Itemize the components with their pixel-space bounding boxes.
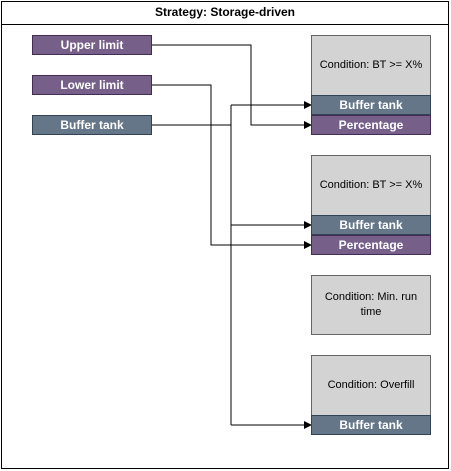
lower-limit-label: Lower limit: [60, 78, 124, 92]
condition-2-label: Condition: BT >= X%: [319, 179, 423, 191]
buffer-tank-label: Buffer tank: [60, 118, 124, 132]
lower-limit-node[interactable]: Lower limit: [32, 75, 152, 95]
condition-4-buffer-tank-slot[interactable]: Buffer tank: [311, 415, 431, 435]
edge-lower-limit-to-percentage-2: [152, 84, 312, 249]
condition-2-slot-1-label: Buffer tank: [339, 218, 403, 232]
condition-1-label: Condition: BT >= X%: [319, 59, 423, 71]
diagram-title: Strategy: Storage-driven: [1, 1, 449, 25]
upper-limit-label: Upper limit: [60, 38, 124, 52]
condition-1-percentage-slot[interactable]: Percentage: [311, 115, 431, 135]
condition-4-slot-1-label: Buffer tank: [339, 418, 403, 432]
condition-1-buffer-tank-slot[interactable]: Buffer tank: [311, 95, 431, 115]
condition-1-slot-1-label: Buffer tank: [339, 98, 403, 112]
condition-4-label: Condition: Overfill: [327, 379, 415, 391]
upper-limit-node[interactable]: Upper limit: [32, 35, 152, 55]
condition-1-box[interactable]: Condition: BT >= X%: [311, 35, 431, 96]
condition-2-slot-2-label: Percentage: [338, 238, 404, 252]
condition-1-slot-2-label: Percentage: [338, 118, 404, 132]
edge-buffer-tank-trunk: [152, 124, 232, 425]
condition-3-label: Condition: Min. run time: [324, 291, 418, 318]
edge-upper-limit-to-percentage-1: [152, 44, 312, 129]
condition-2-percentage-slot[interactable]: Percentage: [311, 235, 431, 255]
condition-2-buffer-tank-slot[interactable]: Buffer tank: [311, 215, 431, 235]
condition-4-box[interactable]: Condition: Overfill: [311, 355, 431, 416]
buffer-tank-node[interactable]: Buffer tank: [32, 115, 152, 135]
condition-2-box[interactable]: Condition: BT >= X%: [311, 155, 431, 216]
condition-3-box[interactable]: Condition: Min. run time: [311, 275, 431, 335]
